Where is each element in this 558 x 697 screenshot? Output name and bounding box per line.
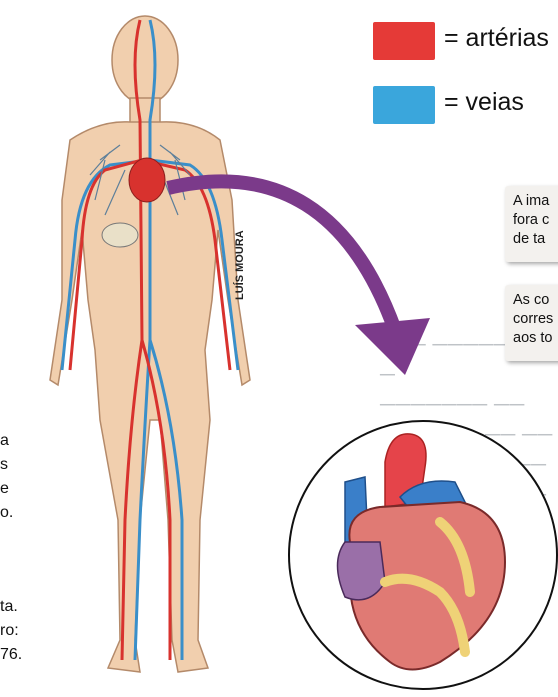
heart-illustration	[290, 422, 556, 688]
heart-detail-circle	[288, 420, 558, 690]
left-text-fragment: ta.	[0, 598, 18, 616]
right-atrium	[338, 542, 386, 600]
note-line: corres	[513, 310, 558, 329]
artery-legend-label: = artérias	[444, 24, 549, 53]
liver	[102, 223, 138, 247]
note-line: de ta	[513, 230, 558, 249]
left-text-fragment: ro:	[0, 622, 19, 640]
veins	[62, 20, 238, 660]
artery-swatch	[373, 22, 435, 60]
arrow-head	[355, 318, 430, 375]
note-line: aos to	[513, 329, 558, 348]
illustrator-credit: LUÍS MOURA	[234, 230, 246, 300]
note-card-colors: As co corres aos to	[505, 285, 558, 361]
note-line: A ima	[513, 192, 558, 211]
left-text-fragment: o.	[0, 504, 13, 522]
body-heart	[129, 158, 165, 202]
vein-swatch	[373, 86, 435, 124]
vein-legend-label: = veias	[444, 88, 524, 117]
note-line: fora c	[513, 211, 558, 230]
note-card-image: A ima fora c de ta	[505, 186, 558, 262]
left-text-fragment: s	[0, 456, 8, 474]
left-text-fragment: 76.	[0, 646, 22, 664]
left-text-fragment: a	[0, 432, 9, 450]
note-line: As co	[513, 291, 558, 310]
left-text-fragment: e	[0, 480, 9, 498]
